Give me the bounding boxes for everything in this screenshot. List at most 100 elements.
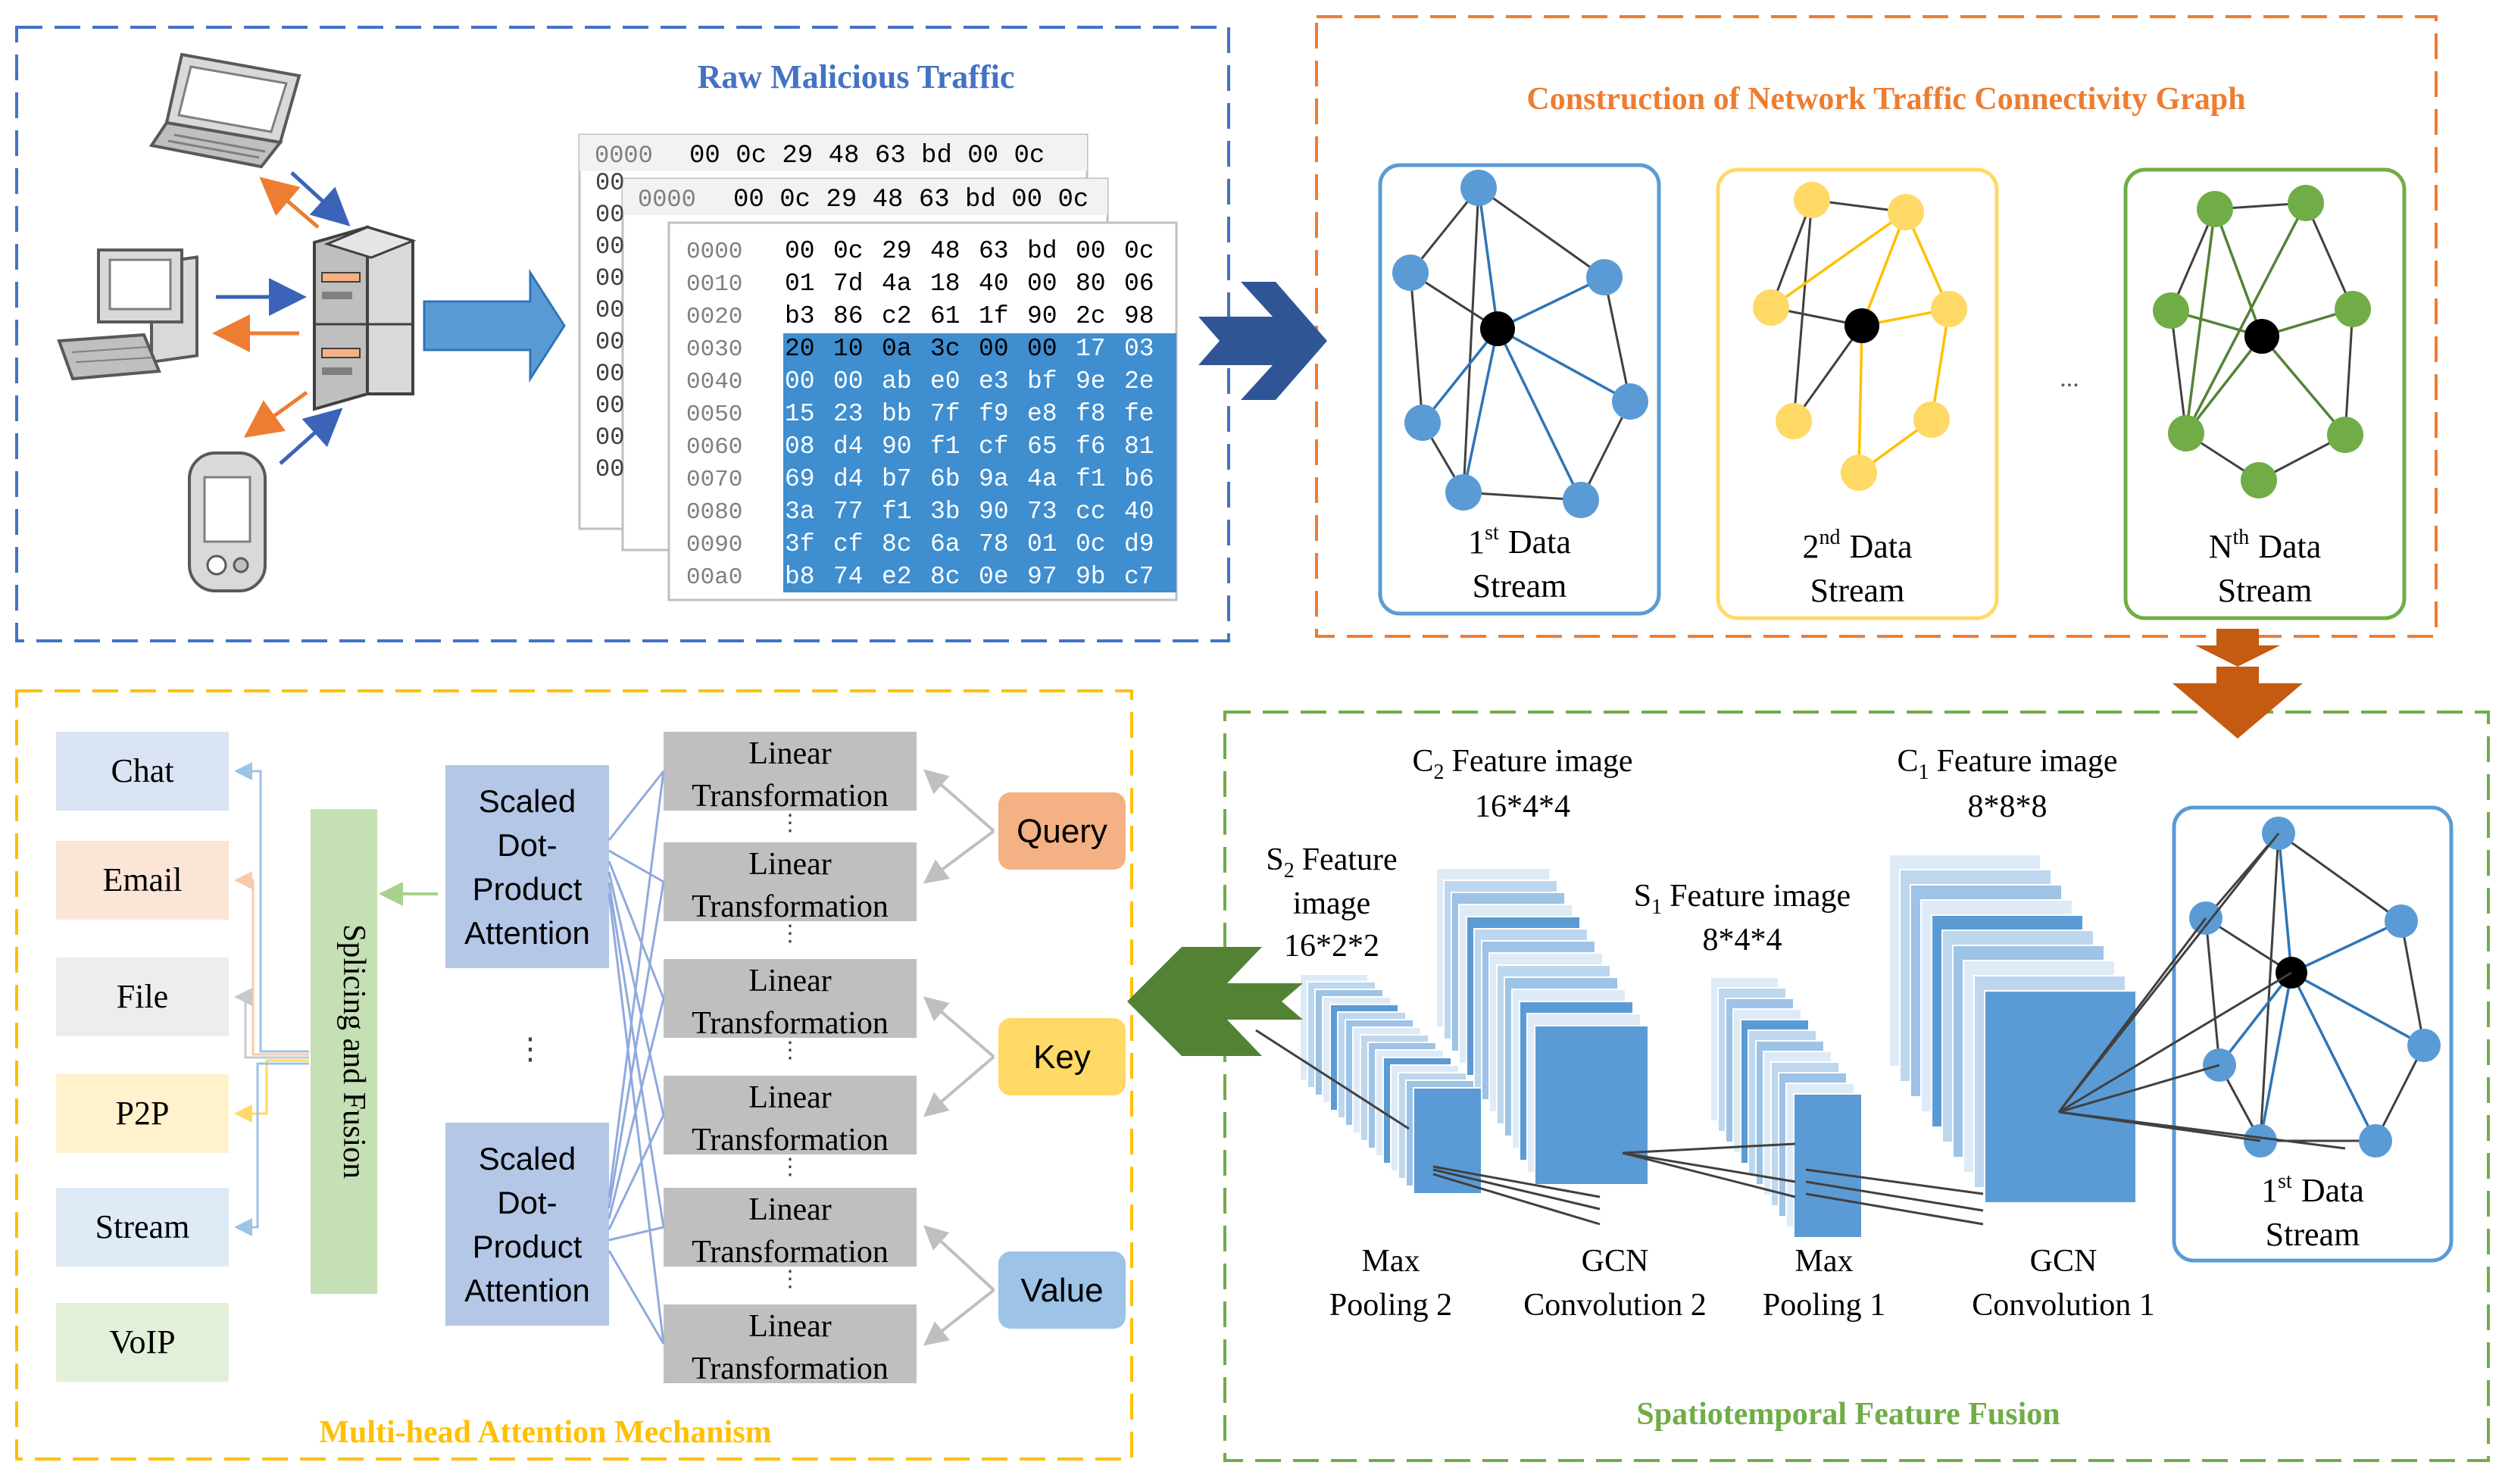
graph-edge	[2304, 202, 2354, 310]
hex-byte: 00	[1027, 270, 1057, 298]
graph-edge-colored	[2218, 971, 2293, 1067]
linear-to-attention-line	[608, 871, 665, 1116]
hex-byte: d4	[833, 465, 864, 493]
hex-byte: b3	[785, 302, 815, 330]
graph-edge-colored	[2277, 833, 2293, 973]
class-box	[56, 732, 229, 811]
hex-byte: f1	[1076, 465, 1106, 493]
hex-byte: 69	[785, 465, 815, 493]
feature-map-front	[1413, 1087, 1482, 1195]
graph-edge-colored	[2185, 202, 2307, 434]
hex-byte: 90	[979, 498, 1009, 526]
hex-row-offset: 0080	[686, 499, 742, 526]
hex-byte: 03	[1124, 335, 1154, 363]
linear-label-line2: Transformation	[692, 1123, 889, 1158]
raw-traffic-title: Raw Malicious Traffic	[698, 58, 1015, 95]
graph-edge-colored	[1770, 211, 1907, 309]
attention-label: Product	[473, 1229, 583, 1264]
linear-ellipsis: ⋮	[779, 1267, 801, 1292]
graph-edge	[1409, 272, 1424, 423]
class-box	[56, 1074, 229, 1153]
feature-connection-line	[1622, 1142, 1796, 1154]
linear-box	[664, 959, 917, 1038]
graph-edge	[1770, 199, 1813, 308]
hex-byte: f6	[1076, 433, 1106, 461]
qkv-box	[998, 792, 1126, 870]
graph-edge-colored	[2185, 335, 2263, 435]
hex-byte: b8	[785, 563, 815, 591]
hex-byte: 00	[1027, 335, 1057, 363]
feature-connection-line	[1622, 1151, 1796, 1198]
graph-node	[1913, 401, 1950, 438]
hex-byte: 3b	[930, 498, 961, 526]
svg-text:Pooling 2: Pooling 2	[1329, 1288, 1452, 1323]
hex-byte: 9b	[1076, 563, 1106, 591]
graph-edge-colored	[2185, 208, 2216, 434]
hex-back-prefix: 00	[595, 264, 624, 292]
gcn-convolution-2-label: GCN Convolution 2	[1523, 1244, 1707, 1323]
hex-highlight	[783, 333, 1176, 592]
svg-text:8*8*8: 8*8*8	[1968, 789, 2048, 824]
graph-edge	[1463, 491, 1582, 501]
hex-row-offset: 0090	[686, 532, 742, 558]
hex-back-prefix: 00	[595, 296, 624, 324]
hex-byte: d9	[1124, 530, 1154, 558]
fusion-stream-superscript: st	[2278, 1170, 2292, 1193]
hex-byte: 06	[1124, 270, 1154, 298]
max-pooling-2-label: Max Pooling 2	[1329, 1244, 1452, 1323]
qkv-to-linear-arrow	[923, 996, 995, 1058]
feature-map-front	[1793, 1093, 1863, 1239]
gcn-convolution-1-label: GCN Convolution 1	[1972, 1244, 2155, 1323]
qkv-to-linear-arrow	[923, 1055, 995, 1117]
hex-byte: 1f	[979, 302, 1009, 330]
hex-byte: 20	[785, 335, 815, 363]
class-output-arrow	[234, 1062, 309, 1236]
hex-byte: c7	[1124, 563, 1154, 591]
hex-byte: 08	[785, 433, 815, 461]
hex-back-prefix: 00	[595, 169, 624, 197]
server-to-handheld-arrow	[243, 390, 308, 438]
svg-text:Max: Max	[1795, 1244, 1854, 1279]
graph-edge-colored	[2291, 920, 2402, 974]
laptop-icon	[148, 52, 301, 169]
graph-edge	[2205, 917, 2292, 974]
graph-edge	[2278, 832, 2402, 923]
hex-dump: 0000 00 0c 29 48 63 bd 00 0c 0000 00 0c …	[578, 133, 1178, 601]
svg-text:8*4*4: 8*4*4	[1703, 923, 1782, 958]
class-box	[56, 841, 229, 920]
hex-row-offset: 0070	[686, 467, 742, 493]
hex-row-offset: 00a0	[686, 564, 742, 591]
hex-byte: 2c	[1076, 302, 1106, 330]
graph-center-node	[1480, 311, 1515, 346]
class-file: File	[56, 958, 229, 1036]
hex-byte: 9e	[1076, 367, 1106, 395]
graph-edge-colored	[1497, 327, 1631, 403]
hex-byte: 4a	[882, 270, 912, 298]
graph-construction-panel	[1315, 15, 2438, 638]
hex-byte: 73	[1027, 498, 1057, 526]
qkv-key: Key	[998, 1018, 1126, 1095]
linear-label-line2: Transformation	[692, 1235, 889, 1270]
graph-node	[1841, 455, 1877, 491]
graph-node	[2197, 191, 2233, 227]
graph-edge-colored	[1496, 328, 1582, 501]
graph-edge-colored	[1860, 211, 1907, 326]
c1-feature-stack	[1888, 854, 2137, 1204]
max-pooling-1-label: Max Pooling 1	[1763, 1244, 1885, 1323]
svg-text:16*4*4: 16*4*4	[1475, 789, 1570, 824]
hex-byte: 29	[882, 237, 912, 265]
graph-edge	[1478, 186, 1605, 279]
class-output-arrow	[234, 1059, 309, 1123]
multihead-attention-panel	[15, 689, 1133, 1461]
attention-box	[445, 765, 609, 968]
stream-graph-network	[2153, 185, 2371, 498]
class-output-arrow	[234, 871, 309, 1056]
attention-label: Dot-	[497, 1185, 557, 1220]
class-stream: Stream	[56, 1188, 229, 1267]
hex-byte: cc	[1076, 498, 1106, 526]
